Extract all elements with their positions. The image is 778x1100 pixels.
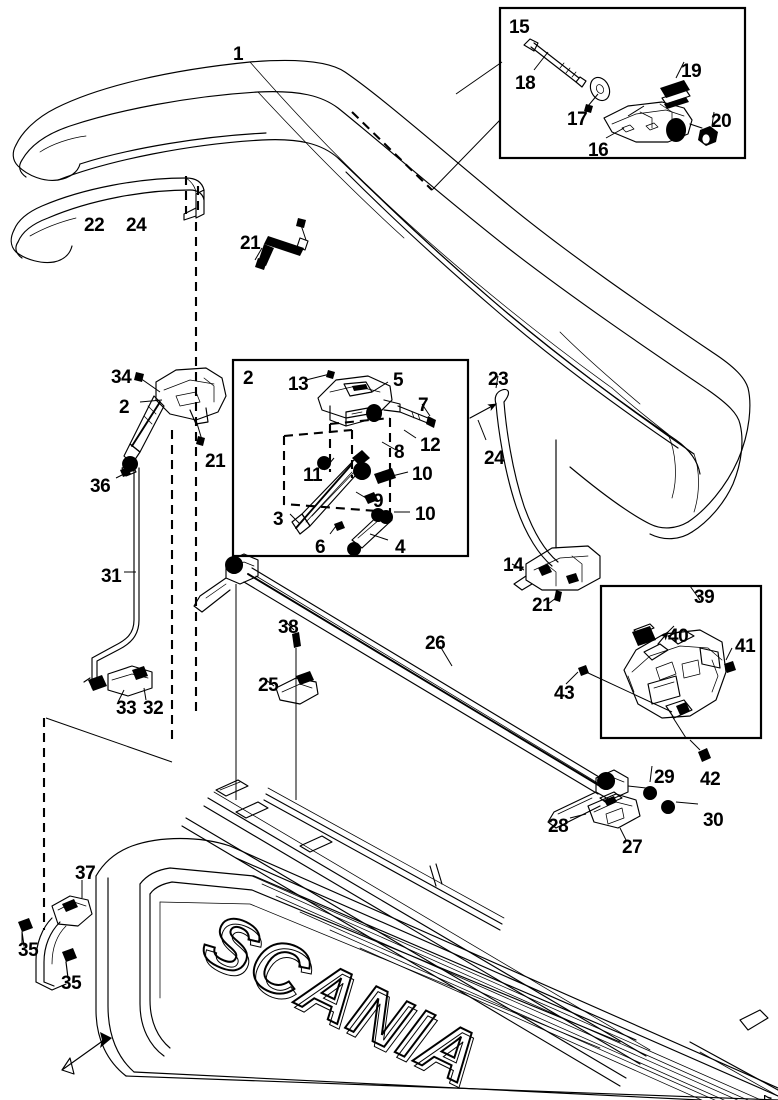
callout-number: 32: [143, 698, 164, 719]
link-arm-4: [347, 508, 393, 556]
callout-number: 21: [532, 595, 553, 616]
callout-number: 38: [278, 617, 299, 638]
callout-number: 1: [233, 44, 244, 65]
callout-number: 12: [420, 435, 441, 456]
washer-17: [589, 76, 611, 102]
callout-number: 26: [425, 633, 446, 654]
detail-box-15: [498, 6, 747, 160]
callout-number: 21: [240, 233, 261, 254]
roof-air-deflector-part-1: [12, 59, 751, 540]
callout-number: 5: [393, 370, 404, 391]
right-mount-14: [511, 545, 601, 605]
bolt-18: [523, 38, 587, 88]
callout-number: 36: [90, 476, 111, 497]
callout-number: 34: [111, 367, 132, 388]
stud-42: [698, 748, 711, 762]
clip-19: [660, 80, 691, 109]
nut-20: [698, 126, 718, 146]
stud-43: [578, 665, 589, 676]
callout-number: 9: [373, 491, 384, 512]
clip-40: [632, 623, 656, 646]
callout-number: 11: [303, 465, 323, 486]
callout-number: 2: [119, 397, 130, 418]
callout-number: 35: [18, 940, 39, 961]
roof-rail-26: [193, 553, 629, 829]
callout-number: 4: [395, 537, 406, 558]
detail-box-2: [231, 358, 470, 558]
callout-number: 30: [703, 810, 724, 831]
callout-number: 13: [288, 374, 309, 395]
callout-number: 15: [509, 17, 530, 38]
fasteners-29-30: [627, 765, 699, 814]
left-mount-assembly: [83, 367, 227, 703]
callout-number: 40: [668, 626, 689, 647]
front-mount-37: [18, 880, 93, 991]
callout-number: 42: [700, 769, 721, 790]
fastener-21-roof: [254, 218, 309, 270]
callout-number: 16: [588, 140, 609, 161]
assembly-5: [317, 375, 401, 427]
callout-number: 8: [394, 442, 405, 463]
callout-number: 7: [418, 395, 429, 416]
screw-9: [364, 492, 378, 504]
deflector-strip-part-22: [10, 177, 205, 264]
callout-number: 24: [126, 215, 147, 236]
callout-number: 14: [503, 555, 524, 576]
callout-number: 10: [412, 464, 433, 485]
bush-10: [374, 468, 396, 484]
truck-cab: SCANIA SCANIA: [61, 779, 778, 1100]
detail-box-39: [599, 584, 763, 740]
screw-38: [285, 621, 301, 800]
callout-number: 20: [711, 111, 732, 132]
callout-number: 18: [515, 73, 536, 94]
actuator-27: [569, 791, 641, 841]
callout-number: 25: [258, 675, 279, 696]
curved-stay-23: [469, 375, 559, 567]
callout-number: 37: [75, 863, 96, 884]
sheet-code: 382 397: [762, 1094, 774, 1100]
callout-number: 22: [84, 215, 105, 236]
callout-number: 41: [735, 636, 756, 657]
scania-badge: SCANIA SCANIA: [190, 895, 495, 1100]
svg-text:SCANIA: SCANIA: [193, 901, 495, 1100]
callout-number: 33: [116, 698, 137, 719]
screw-6: [334, 521, 345, 531]
pin-7: [397, 405, 436, 428]
callout-number: 31: [101, 566, 122, 587]
callout-number: 21: [205, 451, 226, 472]
callout-number: 17: [567, 109, 588, 130]
callout-number: 10: [415, 504, 436, 525]
callout-number: 29: [654, 767, 675, 788]
callout-number: 6: [315, 537, 326, 558]
stud-41: [724, 661, 736, 673]
callout-number: 35: [61, 973, 82, 994]
callout-number: 24: [484, 448, 505, 469]
callout-number: 3: [273, 509, 284, 530]
callout-number: 28: [548, 816, 569, 837]
callout-number: 19: [681, 61, 702, 82]
callout-number: 23: [488, 369, 509, 390]
gas-strut-3: [291, 450, 372, 535]
callout-number: 27: [622, 837, 643, 858]
clamp-32-33: [83, 665, 153, 703]
callout-number: 2: [243, 368, 254, 389]
callout-number: 43: [554, 683, 575, 704]
bracket-16: [603, 101, 703, 143]
callout-number: 39: [694, 587, 715, 608]
